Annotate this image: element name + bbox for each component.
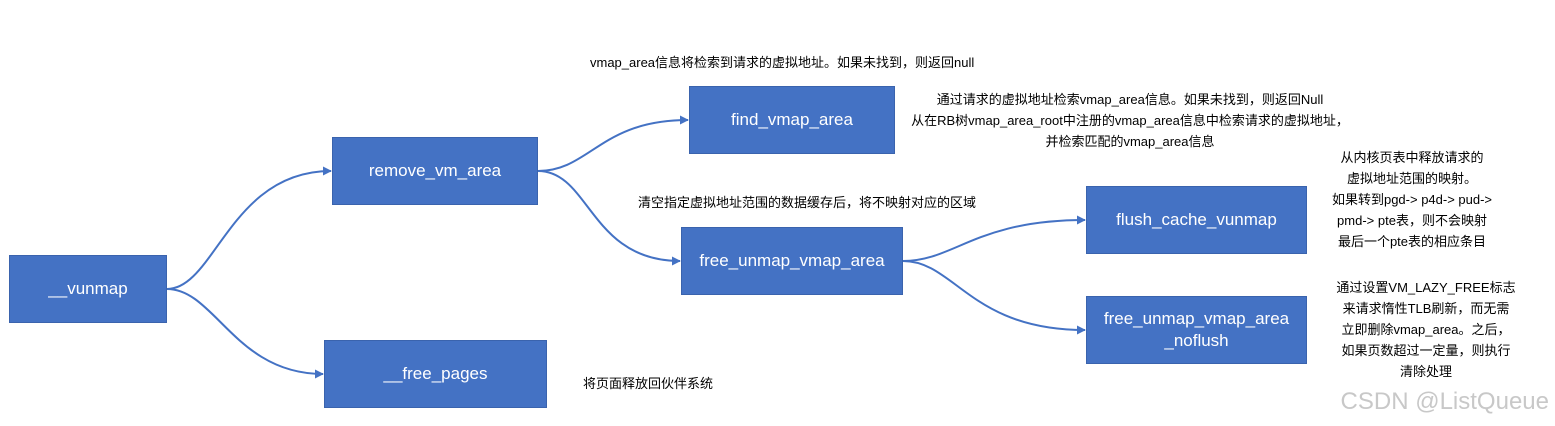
note-flush-line-4: pmd-> pte表，则不会映射 [1337, 213, 1487, 228]
node-free-unmap-vmap-area: free_unmap_vmap_area [681, 227, 903, 295]
note-vmap-area-info-text: vmap_area信息将检索到请求的虚拟地址。如果未找到，则返回null [590, 55, 975, 70]
note-vmap-area-info: vmap_area信息将检索到请求的虚拟地址。如果未找到，则返回null [590, 52, 974, 73]
note-flush-cache-vunmap-desc: 从内核页表中释放请求的 虚拟地址范围的映射。 如果转到pgd-> p4d-> p… [1312, 147, 1512, 252]
note-free-pages-desc-text: 将页面释放回伙伴系统 [583, 376, 714, 391]
note-noflush-line-1: 通过设置VM_LAZY_FREE标志 [1336, 280, 1516, 295]
note-noflush-line-4: 如果页数超过一定量，则执行 [1341, 343, 1511, 358]
note-noflush-desc: 通过设置VM_LAZY_FREE标志 来请求惰性TLB刷新，而无需 立即删除vm… [1320, 277, 1532, 382]
node-vunmap: __vunmap [9, 255, 167, 323]
node-vunmap-label: __vunmap [48, 279, 128, 298]
note-find-vmap-area-line-1: 通过请求的虚拟地址检索vmap_area信息。如果未找到，则返回Null [936, 92, 1324, 107]
edge-remove-vm-area-to-free-unmap-vmap-area [537, 170, 681, 266]
node-noflush-label-line-1: free_unmap_vmap_area [1103, 309, 1290, 328]
watermark: CSDN @ListQueue [1340, 388, 1549, 415]
note-noflush-line-2: 来请求惰性TLB刷新，而无需 [1342, 301, 1510, 316]
note-flush-line-2: 虚拟地址范围的映射。 [1346, 171, 1477, 186]
node-free-pages-label: __free_pages [383, 364, 488, 383]
edge-free-unmap-vmap-area-to-flush-cache-vunmap [902, 215, 1086, 262]
note-free-pages-desc: 将页面释放回伙伴系统 [583, 373, 713, 394]
note-find-vmap-area-line-2: 从在RB树vmap_area_root中注册的vmap_area信息中检索请求的… [911, 113, 1349, 128]
note-flush-cache-desc: 清空指定虚拟地址范围的数据缓存后，将不映射对应的区域 [638, 192, 976, 213]
edge-vunmap-to-remove-vm-area [166, 166, 332, 290]
edge-remove-vm-area-to-find-vmap-area [537, 115, 689, 172]
node-remove-vm-area: remove_vm_area [332, 137, 538, 205]
node-free-pages: __free_pages [324, 340, 547, 408]
edge-free-unmap-vmap-area-to-noflush [902, 260, 1086, 335]
note-flush-line-1: 从内核页表中释放请求的 [1340, 150, 1484, 165]
note-noflush-line-3: 立即删除vmap_area。之后， [1341, 322, 1511, 337]
edge-vunmap-to-free-pages [166, 288, 324, 379]
node-free-unmap-vmap-area-label: free_unmap_vmap_area [699, 251, 885, 270]
node-find-vmap-area-label: find_vmap_area [731, 110, 853, 129]
note-find-vmap-area-line-3: 并检索匹配的vmap_area信息 [1045, 134, 1215, 149]
note-flush-line-5: 最后一个pte表的相应条目 [1337, 234, 1487, 249]
note-flush-line-3: 如果转到pgd-> p4d-> pud-> [1331, 192, 1493, 207]
note-find-vmap-area-desc: 通过请求的虚拟地址检索vmap_area信息。如果未找到，则返回Null 从在R… [900, 89, 1360, 152]
note-flush-cache-desc-text: 清空指定虚拟地址范围的数据缓存后，将不映射对应的区域 [638, 195, 977, 210]
node-flush-cache-vunmap: flush_cache_vunmap [1086, 186, 1307, 254]
node-noflush-label-line-2: _noflush [1164, 331, 1229, 350]
note-noflush-line-5: 清除处理 [1399, 364, 1452, 379]
node-remove-vm-area-label: remove_vm_area [368, 161, 502, 180]
node-find-vmap-area: find_vmap_area [689, 86, 895, 154]
node-flush-cache-vunmap-label: flush_cache_vunmap [1116, 210, 1277, 229]
node-free-unmap-vmap-area-noflush: free_unmap_vmap_area _noflush [1086, 296, 1307, 364]
